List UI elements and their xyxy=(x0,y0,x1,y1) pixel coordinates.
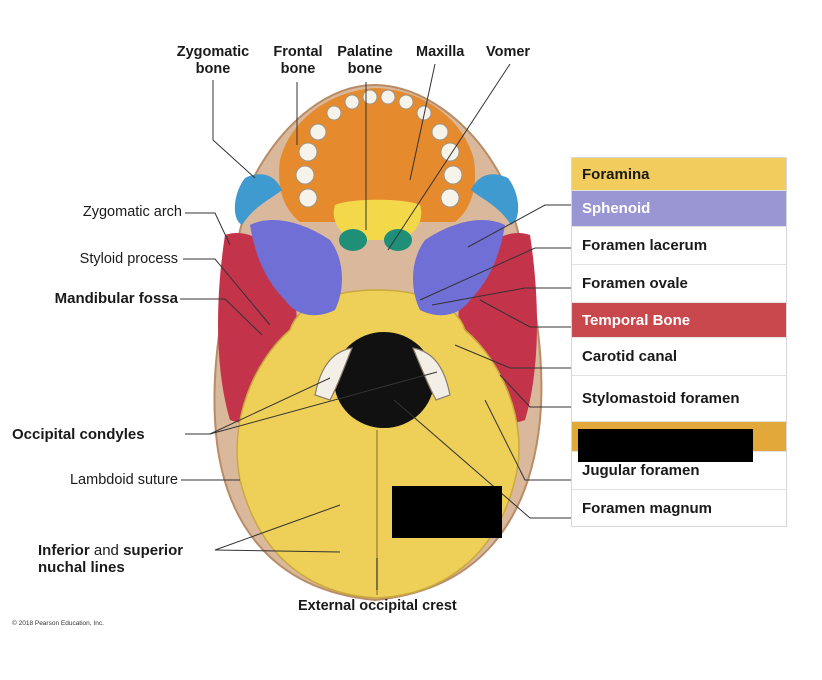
legend-row: Foramen lacerum xyxy=(572,227,786,265)
label-frontal-bone-line2: bone xyxy=(280,61,316,77)
choana-right xyxy=(384,229,412,251)
label-maxilla: Maxilla xyxy=(416,44,465,60)
label-nuchal-lines-line2: nuchal lines xyxy=(38,559,125,576)
label-zygomatic-bone-line2: bone xyxy=(195,61,231,77)
zygomatic-left xyxy=(234,174,282,225)
label-zygomatic-bone-line1: Zygomatic xyxy=(176,44,250,60)
label-frontal-bone-line1: Frontal xyxy=(273,44,323,60)
legend-row: Foramen magnum xyxy=(572,490,786,526)
label-nuchal-lines: Inferior and superior nuchal lines xyxy=(38,542,183,576)
label-vomer: Vomer xyxy=(486,44,531,60)
legend-row: Stylomastoid foramen xyxy=(572,376,786,422)
leader-lines xyxy=(180,63,571,590)
choana-left xyxy=(339,229,367,251)
label-zygomatic-bone: Zygomatic bone xyxy=(163,44,263,78)
maxilla xyxy=(279,88,476,222)
legend-row: Temporal Bone xyxy=(572,303,786,338)
redaction-box-skull xyxy=(392,486,502,538)
label-styloid-process: Styloid process xyxy=(79,251,178,267)
label-zygomatic-arch: Zygomatic arch xyxy=(82,204,182,220)
label-lambdoid-suture: Lambdoid suture xyxy=(69,472,178,488)
zygomatic-right xyxy=(471,174,519,225)
label-occipital-condyles: Occipital condyles xyxy=(12,426,145,443)
label-frontal-bone: Frontal bone xyxy=(264,44,332,78)
foramen-magnum xyxy=(334,332,434,428)
label-external-occipital-crest: External occipital crest xyxy=(298,598,457,614)
legend-row: Sphenoid xyxy=(572,191,786,227)
legend-row: Foramina xyxy=(572,158,786,191)
label-nuchal-superior: superior xyxy=(123,542,184,559)
copyright-notice: © 2018 Pearson Education, Inc. xyxy=(12,620,104,627)
label-mandibular-fossa: Mandibular fossa xyxy=(54,290,178,307)
label-palatine-bone-line2: bone xyxy=(347,61,383,77)
label-palatine-bone: Palatine bone xyxy=(330,44,400,78)
label-nuchal-lines-line1: Inferior and superior xyxy=(38,542,183,559)
redaction-box-legend xyxy=(578,429,753,462)
legend-row: Carotid canal xyxy=(572,338,786,376)
label-nuchal-inferior: Inferior xyxy=(38,542,90,559)
sphenoid-left xyxy=(250,220,342,316)
label-nuchal-and: and xyxy=(89,542,124,559)
label-palatine-bone-line1: Palatine xyxy=(337,44,393,60)
occipital-condyle-left xyxy=(314,347,353,401)
legend-row: Foramen ovale xyxy=(572,265,786,303)
sphenoid-right xyxy=(413,220,505,316)
